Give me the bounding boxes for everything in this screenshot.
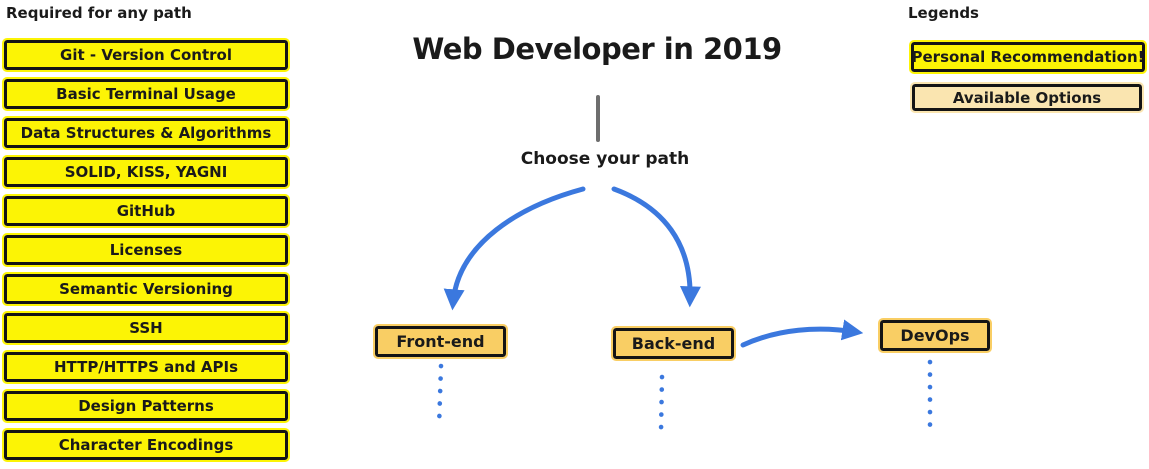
legend-heading: Legends (908, 4, 979, 22)
required-topic-label: Design Patterns (78, 397, 214, 415)
back-end-node[interactable]: Back-end (611, 326, 736, 361)
required-topic-box[interactable]: Git - Version Control (2, 38, 290, 72)
required-topic-box[interactable]: GitHub (2, 194, 290, 228)
required-topic-box[interactable]: Character Encodings (2, 428, 290, 462)
required-topic-box[interactable]: Basic Terminal Usage (2, 77, 290, 111)
required-topic-label: GitHub (116, 202, 176, 220)
required-section-heading: Required for any path (6, 4, 192, 22)
devops-node[interactable]: DevOps (878, 318, 992, 353)
required-topic-box[interactable]: Design Patterns (2, 389, 290, 423)
required-topic-label: Basic Terminal Usage (56, 85, 236, 103)
back-end-node-label: Back-end (631, 334, 716, 353)
required-topic-box[interactable]: SOLID, KISS, YAGNI (2, 155, 290, 189)
required-topic-box[interactable]: HTTP/HTTPS and APIs (2, 350, 290, 384)
required-topic-box[interactable]: Semantic Versioning (2, 272, 290, 306)
legend-personal-recommendation-swatch: Personal Recommendation! (909, 40, 1147, 74)
required-topic-label: Licenses (109, 241, 183, 259)
arrow-to-front-end (443, 186, 586, 311)
required-topic-label: Character Encodings (58, 436, 234, 454)
arrow-to-back-end (611, 186, 701, 308)
legend-available-options-swatch: Available Options (910, 82, 1144, 113)
required-topic-label: Git - Version Control (60, 46, 232, 64)
required-topic-box[interactable]: Data Structures & Algorithms (2, 116, 290, 150)
front-end-node-label: Front-end (396, 332, 485, 351)
choose-your-path-label: Choose your path (520, 149, 690, 169)
front-end-continuation-dots (436, 363, 444, 431)
page-title: Web Developer in 2019 (412, 32, 782, 66)
required-topics-list: Git - Version Control Basic Terminal Usa… (2, 38, 290, 469)
required-topic-box[interactable]: SSH (2, 311, 290, 345)
legend-available-options-label: Available Options (952, 88, 1102, 107)
required-topic-label: SOLID, KISS, YAGNI (64, 163, 228, 181)
required-topic-box[interactable]: Licenses (2, 233, 290, 267)
legend-personal-recommendation-label: Personal Recommendation! (911, 48, 1145, 66)
back-end-continuation-dots (658, 374, 665, 435)
front-end-node[interactable]: Front-end (373, 324, 508, 359)
required-topic-label: SSH (129, 319, 163, 337)
devops-node-label: DevOps (900, 326, 970, 345)
required-topic-label: Data Structures & Algorithms (20, 124, 272, 142)
required-topic-label: HTTP/HTTPS and APIs (53, 358, 239, 376)
arrow-back-end-to-devops (740, 319, 864, 348)
required-topic-label: Semantic Versioning (59, 280, 233, 298)
